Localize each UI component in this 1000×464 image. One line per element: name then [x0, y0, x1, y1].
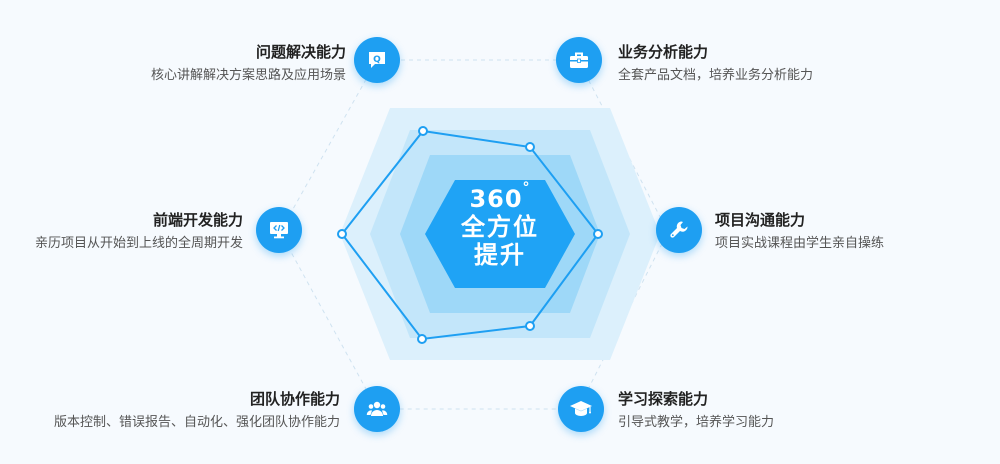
capability-desc: 全套产品文档，培养业务分析能力 [618, 68, 814, 83]
capability-title: 团队协作能力 [249, 390, 340, 408]
radar-point [525, 142, 535, 152]
briefcase-icon [556, 37, 602, 83]
svg-text:Q: Q [373, 55, 381, 65]
capability-business-analysis: 业务分析能力 全套产品文档，培养业务分析能力 [618, 42, 948, 85]
center-number: 360 [469, 185, 523, 213]
capability-frontend-dev: 前端开发能力 亲历项目从开始到上线的全周期开发 [0, 210, 243, 253]
center-degree: ° [522, 180, 531, 196]
capability-learning-exploration: 学习探索能力 引导式教学，培养学习能力 [618, 389, 948, 432]
capability-title: 前端开发能力 [152, 211, 243, 229]
capability-title: 问题解决能力 [255, 43, 346, 61]
capability-project-communication: 项目沟通能力 项目实战课程由学生亲自操练 [715, 210, 1000, 253]
capability-problem-solving: 问题解决能力 核心讲解解决方案思路及应用场景 [16, 42, 346, 85]
team-icon [354, 386, 400, 432]
radar-point [593, 229, 603, 239]
hexagon-core [425, 180, 575, 288]
capability-desc: 亲历项目从开始到上线的全周期开发 [34, 236, 243, 251]
wrench-icon [656, 207, 702, 253]
graduation-cap-icon [558, 386, 604, 432]
radar-point [418, 126, 428, 136]
code-monitor-icon [256, 207, 302, 253]
capability-desc: 核心讲解解决方案思路及应用场景 [150, 68, 346, 83]
capability-desc: 版本控制、错误报告、自动化、强化团队协作能力 [53, 415, 340, 430]
radar-point [337, 229, 347, 239]
center-line2: 全方位 [461, 213, 539, 241]
capability-title: 项目沟通能力 [715, 211, 806, 229]
radar-point [525, 321, 535, 331]
capability-team-collaboration: 团队协作能力 版本控制、错误报告、自动化、强化团队协作能力 [10, 389, 340, 432]
question-chat-icon: Q [354, 37, 400, 83]
radar-point [417, 334, 427, 344]
capability-title: 学习探索能力 [618, 390, 709, 408]
center-line3: 提升 [474, 241, 526, 269]
capability-title: 业务分析能力 [618, 43, 709, 61]
capability-desc: 项目实战课程由学生亲自操练 [715, 236, 885, 251]
center-label: 360° 全方位 提升 [420, 180, 580, 269]
capability-desc: 引导式教学，培养学习能力 [618, 415, 775, 430]
